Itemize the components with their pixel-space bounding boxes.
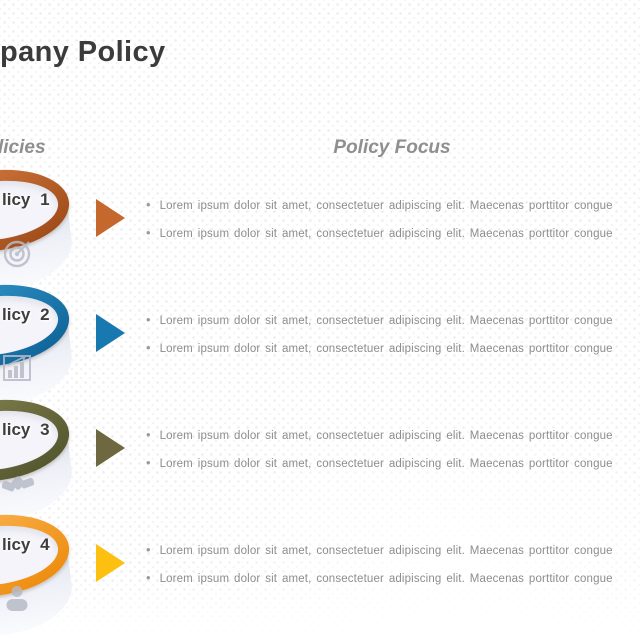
arrow-right-icon xyxy=(96,429,125,467)
policy-label: licy 3 xyxy=(2,420,50,439)
policy-row-3: licy 3 •Lorem ipsum dolor sit amet, cons… xyxy=(0,391,640,529)
policy-label: licy 1 xyxy=(2,190,50,209)
bullet-icon: • xyxy=(146,455,151,470)
bullet-icon: • xyxy=(146,570,151,585)
policy-row-1: licy 1 •Lorem ipsum dolor sit amet, cons… xyxy=(0,161,640,299)
policies-column-header: licies xyxy=(0,137,46,158)
arrow-right-icon xyxy=(96,199,125,237)
bar-chart-icon xyxy=(3,355,31,381)
bullet-icon: • xyxy=(146,225,151,240)
policy-focus-list: •Lorem ipsum dolor sit amet, consectetue… xyxy=(146,191,613,247)
arrow-right-icon xyxy=(96,544,125,582)
list-item: •Lorem ipsum dolor sit amet, consectetue… xyxy=(146,421,613,449)
arrow-right-icon xyxy=(96,314,125,352)
policy-cylinder-1: licy 1 xyxy=(0,161,80,299)
policy-focus-list: •Lorem ipsum dolor sit amet, consectetue… xyxy=(146,536,613,592)
list-item: •Lorem ipsum dolor sit amet, consectetue… xyxy=(146,334,613,362)
handshake-icon xyxy=(2,476,34,492)
bullet-icon: • xyxy=(146,340,151,355)
bullet-icon: • xyxy=(146,427,151,442)
policy-row-2: licy 2 •Lorem ipsum dolor sit amet, cons… xyxy=(0,276,640,414)
bullet-icon: • xyxy=(146,197,151,212)
bullet-icon: • xyxy=(146,312,151,327)
policy-cylinder-4: licy 4 xyxy=(0,506,80,640)
policy-focus-column-header: Policy Focus xyxy=(333,137,451,158)
policy-cylinder-3: licy 3 xyxy=(0,391,80,529)
list-item: •Lorem ipsum dolor sit amet, consectetue… xyxy=(146,191,613,219)
page-title: pany Policy xyxy=(0,36,166,68)
policy-cylinder-2: licy 2 xyxy=(0,276,80,414)
policy-row-4: licy 4 •Lorem ipsum dolor sit amet, cons… xyxy=(0,506,640,640)
bullet-icon: • xyxy=(146,542,151,557)
target-icon xyxy=(3,240,31,268)
policy-focus-list: •Lorem ipsum dolor sit amet, consectetue… xyxy=(146,421,613,477)
policy-label: licy 4 xyxy=(2,535,50,554)
policy-label: licy 2 xyxy=(2,305,50,324)
list-item: •Lorem ipsum dolor sit amet, consectetue… xyxy=(146,449,613,477)
policy-focus-list: •Lorem ipsum dolor sit amet, consectetue… xyxy=(146,306,613,362)
list-item: •Lorem ipsum dolor sit amet, consectetue… xyxy=(146,536,613,564)
list-item: •Lorem ipsum dolor sit amet, consectetue… xyxy=(146,219,613,247)
list-item: •Lorem ipsum dolor sit amet, consectetue… xyxy=(146,564,613,592)
person-icon xyxy=(6,586,28,611)
list-item: •Lorem ipsum dolor sit amet, consectetue… xyxy=(146,306,613,334)
